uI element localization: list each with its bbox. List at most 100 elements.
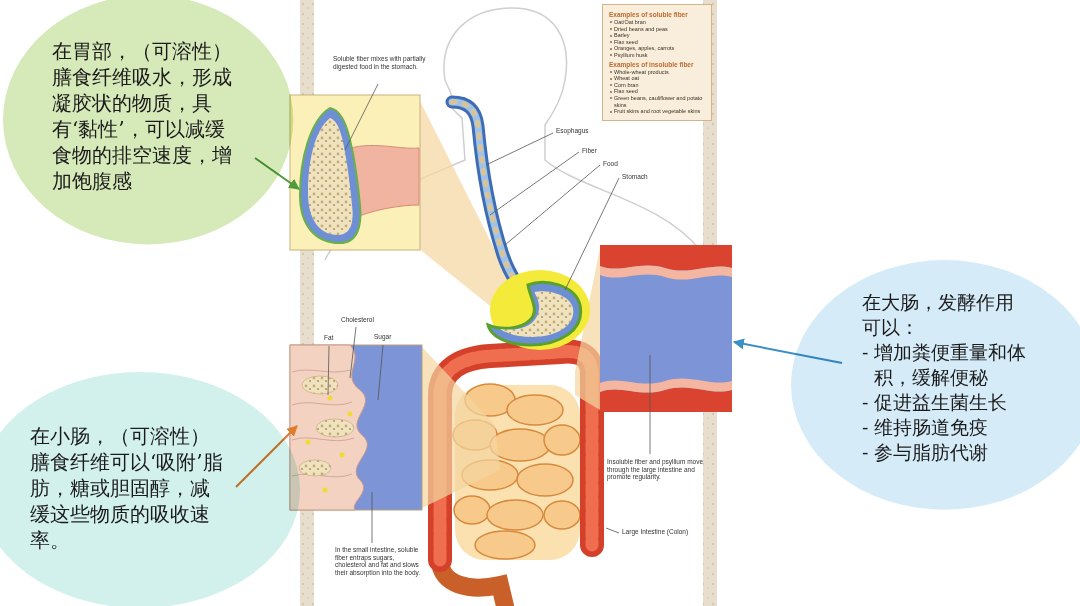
small-intestine-inset [306, 396, 353, 493]
leader-line [328, 84, 650, 543]
small-intestine [544, 425, 580, 455]
legend-item: Green beans, cauliflower and potato skin… [609, 95, 706, 108]
legend-item: Dried beans and peas [609, 26, 706, 33]
leader-line [565, 178, 619, 290]
small-intestine [490, 429, 550, 461]
leader-line [345, 84, 378, 150]
small-intestine-inset [290, 345, 422, 510]
leader-line [328, 346, 329, 395]
small-intestine-inset [290, 345, 367, 510]
esophagus [452, 102, 530, 295]
small-intestine-inset [306, 440, 311, 445]
callout-text: 在大肠，发酵作用可以：- 增加粪便重量和体积，缓解便秘- 促进益生菌生长- 维持… [862, 290, 1027, 465]
leader-line [378, 345, 383, 400]
callout-text: 在胃部，（可溶性）膳食纤维吸水，形成凝胶状的物质，具有‘黏性’，可以减缓食物的排… [52, 38, 242, 194]
leader-line [606, 528, 619, 533]
leader-line [350, 327, 356, 378]
small-intestine [544, 501, 580, 529]
legend-box: Examples of soluble fiberOat/Oat branDri… [602, 4, 712, 121]
small-intestine-inset [328, 396, 333, 401]
legend-item: Flax seed [609, 39, 706, 46]
part-label: In the small intestine, soluble fiber en… [335, 546, 423, 576]
part-label: Cholesterol [341, 316, 374, 324]
bullet-item: - 促进益生菌生长 [862, 390, 1027, 415]
esophagus [452, 102, 530, 295]
callout-text: 在小肠，（可溶性）膳食纤维可以‘吸附’脂肪，糖或胆固醇，减缓这些物质的吸收速率。 [30, 423, 225, 553]
part-label: Fiber [582, 147, 597, 155]
small-intestine [517, 464, 573, 496]
bubble-fill [0, 372, 300, 606]
callout-bubble: 在大肠，发酵作用可以：- 增加粪便重量和体积，缓解便秘- 促进益生菌生长- 维持… [791, 260, 1080, 510]
bubble-fill [3, 0, 293, 245]
small-intestine-inset [292, 402, 352, 405]
part-label: Soluble fiber mixes with partially diges… [333, 55, 433, 70]
stomach-inset [300, 108, 360, 243]
small-intestine-inset [292, 370, 350, 372]
legend-item: Psyllium husk [609, 52, 706, 59]
legend-item: Fruit skins and root vegetable skins [609, 108, 706, 115]
large-intestine-inset [600, 245, 732, 412]
callout-text: 在胃部，（可溶性）膳食纤维吸水，形成凝胶状的物质，具有‘黏性’，可以减缓食物的排… [52, 38, 242, 194]
bullet-item: - 增加粪便重量和体积，缓解便秘 [862, 340, 1027, 390]
legend-item: Whole-wheat products [609, 69, 706, 76]
small-intestine-inset [299, 460, 331, 476]
part-label: Stomach [622, 173, 648, 181]
small-intestine-inset [290, 345, 422, 510]
leader-line [486, 133, 553, 165]
legend-item: Corn bran [609, 82, 706, 89]
poster-panel [300, 0, 314, 606]
legend-heading: Examples of insoluble fiber [609, 61, 706, 69]
stomach-inset [290, 95, 420, 250]
small-intestine-inset [292, 370, 354, 477]
large-intestine-inset [600, 265, 732, 279]
part-label: Food [603, 160, 618, 168]
leader-line [505, 165, 600, 245]
esophagus [452, 102, 530, 295]
large-intestine-inset [600, 378, 732, 392]
callout-bubble: 在胃部，（可溶性）膳食纤维吸水，形成凝胶状的物质，具有‘黏性’，可以减缓食物的排… [3, 0, 293, 245]
small-intestine-inset [323, 488, 328, 493]
small-intestine-inset [348, 412, 353, 417]
part-label: Esophagus [556, 127, 589, 135]
legend-heading: Examples of soluble fiber [609, 11, 706, 19]
bullet-item: - 维持肠道免疫 [862, 415, 1027, 440]
stomach [500, 291, 573, 337]
part-label: Sugar [374, 333, 391, 341]
legend-item: Flax seed [609, 88, 706, 95]
magnify-cone [422, 347, 500, 508]
callout-arrow [236, 158, 842, 487]
legend-item: Wheat oat [609, 75, 706, 82]
stomach [488, 282, 581, 345]
small-intestine-inset [292, 438, 354, 441]
bubble-fill [791, 260, 1080, 510]
leader-line [490, 152, 579, 215]
legend-item: Oat/Oat bran [609, 19, 706, 26]
legend-item: Barley [609, 32, 706, 39]
small-intestine-inset [316, 419, 354, 437]
callout-text: 在大肠，发酵作用可以： [862, 290, 1027, 340]
large-intestine-inset [600, 245, 732, 271]
small-intestine [507, 395, 563, 425]
callout-text: 在小肠，（可溶性）膳食纤维可以‘吸附’脂肪，糖或胆固醇，减缓这些物质的吸收速率。 [30, 423, 225, 553]
stomach [488, 270, 590, 350]
part-label: Insoluble fiber and psyllium move throug… [607, 458, 705, 481]
leader-line [372, 492, 373, 543]
small-intestine [454, 496, 490, 524]
callout-bubble: 在小肠，（可溶性）膳食纤维可以‘吸附’脂肪，糖或胆固醇，减缓这些物质的吸收速率。 [0, 372, 300, 606]
large-intestine-inset [600, 387, 732, 412]
small-intestine [487, 500, 543, 530]
small-intestine-inset [302, 376, 338, 394]
small-intestine [475, 531, 535, 559]
magnify-cone [418, 97, 600, 508]
part-label: Fat [324, 334, 333, 342]
part-label: Large Intestine (Colon) [622, 528, 702, 536]
large-intestine-inset [600, 245, 732, 412]
small-intestine-inset [340, 453, 345, 458]
esophagus [452, 102, 530, 295]
leader-line [650, 355, 651, 454]
stomach-inset [308, 118, 353, 235]
legend-item: Oranges, apples, carrots [609, 45, 706, 52]
bullet-item: - 参与脂肪代谢 [862, 440, 1027, 465]
